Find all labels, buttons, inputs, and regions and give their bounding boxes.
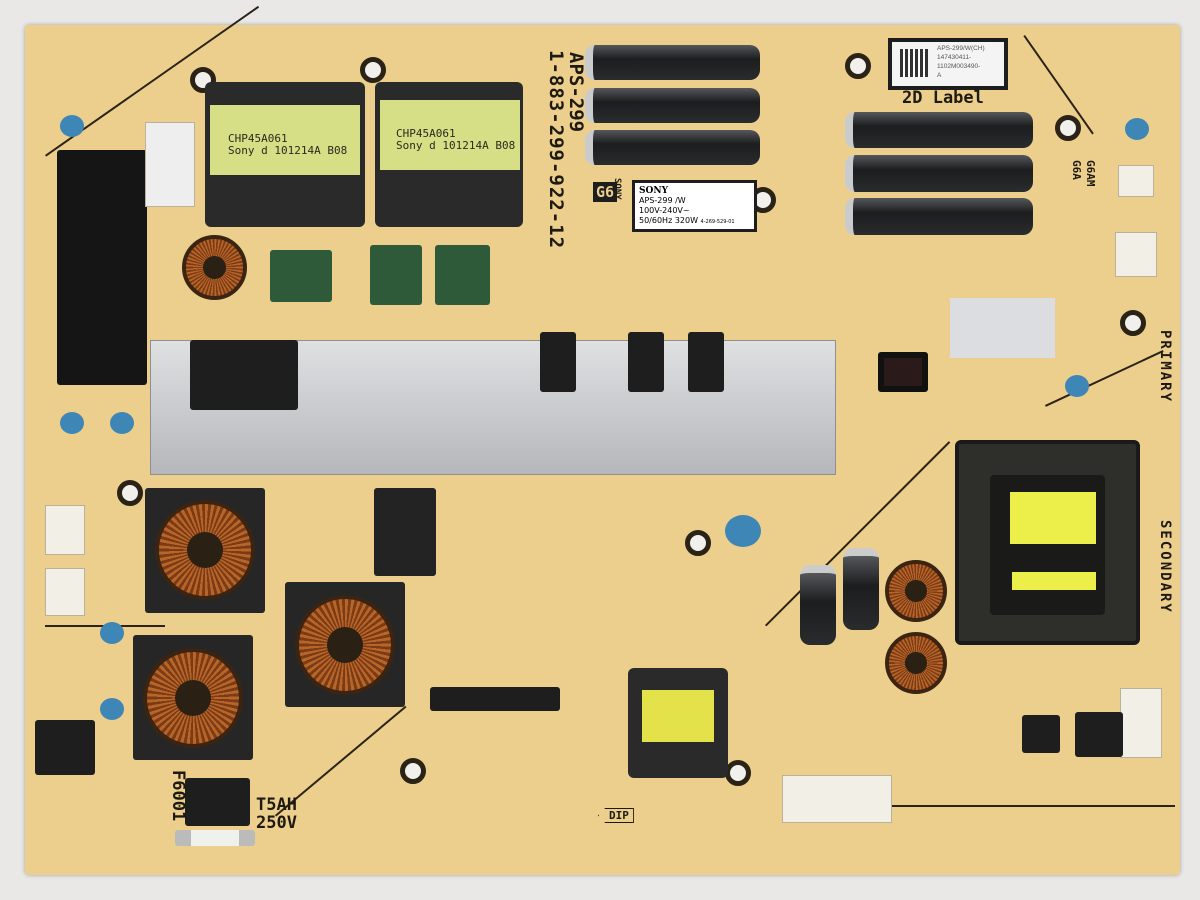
transformer-label-line1: CHP45A061 [228, 132, 288, 145]
optocouplers [430, 687, 560, 711]
connector [45, 568, 85, 616]
fuse-rating-voltage: 250V [256, 813, 297, 833]
mounting-hole [400, 758, 426, 784]
2d-label-caption: 2D Label [902, 88, 984, 108]
bridge-heatsink [57, 150, 147, 385]
rating-power: 50/60Hz 320W [639, 216, 698, 225]
sticker-line3: 1102M003490- [937, 63, 981, 70]
capacitor [845, 112, 1033, 148]
capacitor [585, 45, 760, 80]
transistor [628, 332, 664, 392]
choke-toroid [155, 500, 255, 600]
regulator [1075, 712, 1123, 757]
dip-marker: DIP [598, 808, 634, 823]
film-capacitor [370, 245, 422, 305]
trace [875, 805, 1175, 807]
y-capacitor [100, 698, 124, 720]
part-number: 1-883-299-922-12 [545, 50, 567, 250]
sony-silkscreen: SONY [612, 178, 622, 200]
primary-label: PRIMARY [1157, 330, 1173, 404]
y-capacitor [60, 115, 84, 137]
y-capacitor [60, 412, 84, 434]
transformer-label-line1: CHP45A061 [396, 127, 456, 140]
toroid-inductor [885, 632, 947, 694]
g6a-label: G6A [1070, 160, 1083, 180]
transformer-label-line2: Sony d 101214A B08 [396, 139, 516, 152]
model-number: APS-299 [565, 52, 587, 133]
mounting-hole [1120, 310, 1146, 336]
y-capacitor [1125, 118, 1149, 140]
fuse [175, 830, 255, 846]
x-capacitor [374, 488, 436, 576]
relay [878, 352, 928, 392]
sticker-line4: A [937, 72, 942, 79]
y-capacitor [100, 622, 124, 644]
capacitor [585, 130, 760, 165]
y-capacitor [725, 515, 761, 547]
ac-inlet [35, 720, 95, 775]
rating-voltage: 100V-240V~ [639, 206, 690, 215]
2d-label-sticker: APS-299/W(CH) 147430411- 1102M003490- A [888, 38, 1008, 90]
secondary-label: SECONDARY [1157, 520, 1173, 614]
transformer-tape [642, 690, 714, 742]
rating-brand: SONY [639, 186, 668, 196]
transformer-tape [1012, 572, 1096, 590]
connector-cn6501 [1115, 232, 1157, 277]
transistor [540, 332, 576, 392]
mounting-hole [685, 530, 711, 556]
fuse-ref: F6001 [168, 770, 188, 822]
g6am-label: G6AM [1084, 160, 1097, 187]
fuse-rating-current: T5AH [256, 795, 297, 815]
connector-cn6502 [1118, 165, 1154, 197]
mounting-hole [1055, 115, 1081, 141]
toroid-inductor [182, 235, 247, 300]
film-capacitor [270, 250, 332, 302]
connector [45, 505, 85, 555]
transformer-label: CHP45A061 Sony d 101214A B08 [210, 105, 360, 175]
bridge-rectifier [190, 340, 298, 410]
capacitor [845, 155, 1033, 192]
mounting-hole [845, 53, 871, 79]
relay [145, 122, 195, 207]
capacitor [800, 565, 836, 645]
sticker-line1: APS-299/W(CH) [937, 45, 985, 52]
y-capacitor [1065, 375, 1089, 397]
mounting-hole [117, 480, 143, 506]
choke-toroid [143, 648, 243, 748]
mounting-hole [725, 760, 751, 786]
connector-cn6101 [782, 775, 892, 823]
transformer-tape [1010, 492, 1096, 544]
mounting-hole [360, 57, 386, 83]
rating-model: APS-299 /W [639, 196, 686, 205]
datamatrix-code [900, 49, 928, 77]
choke-toroid [295, 595, 395, 695]
capacitor [845, 198, 1033, 235]
transistor-heatsink [950, 298, 1055, 358]
toroid-inductor [885, 560, 947, 622]
rating-label: SONY APS-299 /W 100V-240V~ 50/60Hz 320W … [632, 180, 757, 232]
transistor [688, 332, 724, 392]
capacitor [585, 88, 760, 123]
film-capacitor [435, 245, 490, 305]
y-capacitor [110, 412, 134, 434]
fuse-holder [185, 778, 250, 826]
connector-cn6102 [1120, 688, 1162, 758]
sticker-line2: 147430411- [937, 54, 972, 61]
rating-code: 4-269-529-01 [700, 219, 735, 225]
capacitor [843, 548, 879, 630]
transformer-label: CHP45A061 Sony d 101214A B08 [380, 100, 520, 170]
transformer-label-line2: Sony d 101214A B08 [228, 144, 348, 157]
revision-badge: G6 [593, 182, 618, 202]
trace [1045, 350, 1164, 407]
regulator [1022, 715, 1060, 753]
